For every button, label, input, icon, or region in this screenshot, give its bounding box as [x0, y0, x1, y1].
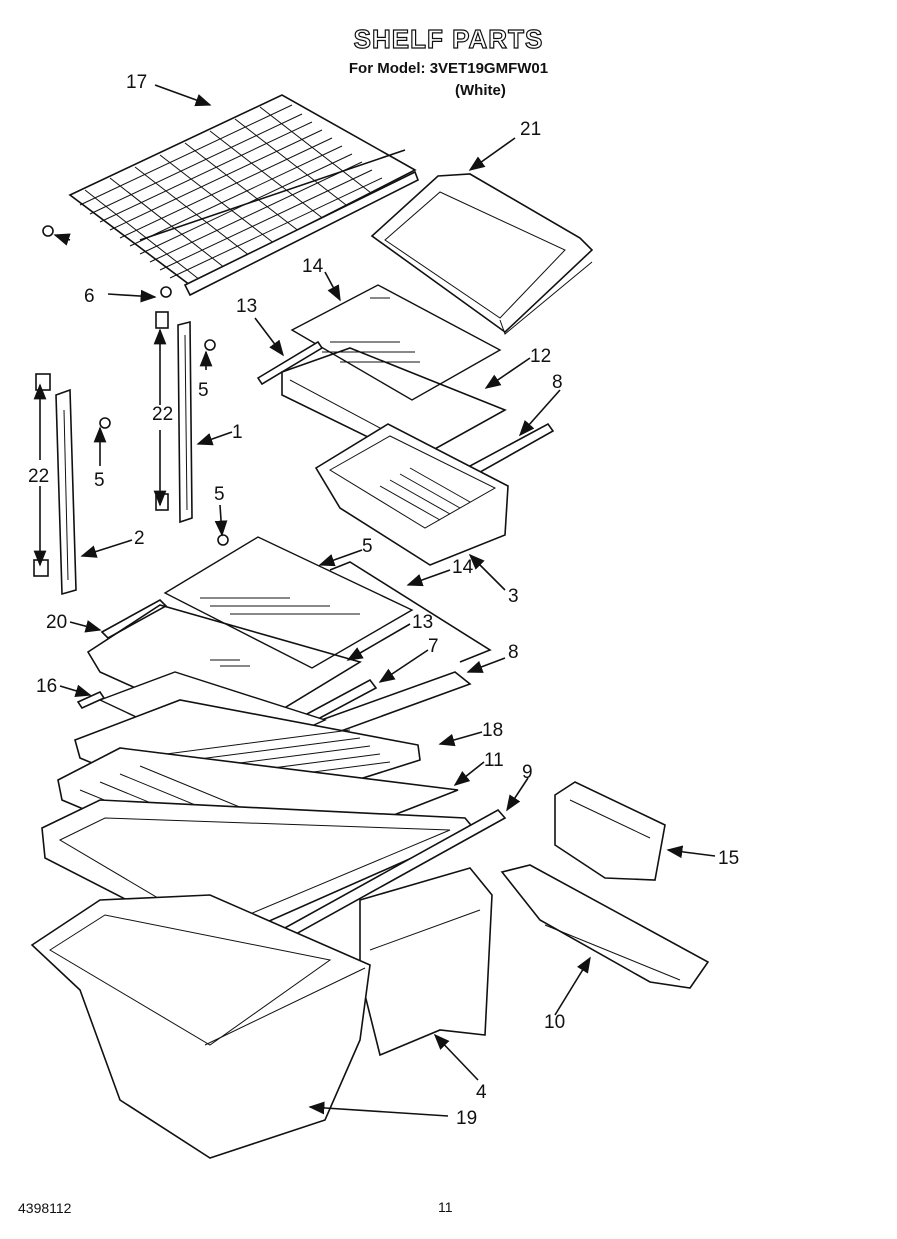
callout-22-left: 22 [28, 466, 49, 487]
callout-4: 10 [544, 1012, 565, 1033]
deli-pan-part [370, 173, 594, 335]
callout-21: 21 [520, 119, 541, 140]
callout-13-upper: 13 [236, 296, 257, 317]
screws-part [99, 339, 229, 546]
callout-5-c: 5 [214, 484, 225, 505]
callout-17: 17 [126, 72, 147, 93]
callout-8-lower: 7 [428, 636, 439, 657]
page-number: 11 [438, 1199, 453, 1215]
callout-14-lower: 5 [362, 536, 373, 557]
crisper-19 [359, 867, 493, 1057]
callout-5-a: 5 [198, 380, 209, 401]
callout-6: 6 [84, 286, 95, 307]
callout-7: 13 [412, 612, 433, 633]
color-variant: (White) [455, 82, 506, 99]
callout-24: 19 [456, 1108, 477, 1129]
meat-pan-part [314, 423, 509, 566]
callout-15: 9 [522, 762, 533, 783]
callout-8-upper: 8 [552, 372, 563, 393]
callout-18: 16 [36, 676, 57, 697]
callout-labels: 17 21 14 6 13 12 8 5 22 1 5 22 5 2 5 14 … [28, 72, 739, 1129]
callout-20: 3 [508, 586, 519, 607]
upper-glass-part [290, 284, 502, 401]
page-title: SHELF PARTS [353, 23, 544, 54]
callout-22-right: 22 [152, 404, 173, 425]
document-number: 4398112 [18, 1200, 72, 1216]
leader-lines [33, 84, 716, 1117]
callout-1: 1 [232, 422, 243, 443]
upper-trim-13 [256, 340, 324, 386]
callout-19: 4 [476, 1082, 487, 1103]
dairy-bin-part [554, 781, 666, 881]
pins-part [42, 225, 172, 298]
model-subtitle: For Model: 3VET19GMFW01 [348, 60, 549, 77]
callout-11: 18 [482, 720, 503, 741]
callout-16: 8 [508, 642, 519, 663]
bracket-part-4 [500, 864, 710, 989]
callout-5-b: 5 [94, 470, 105, 491]
callout-12: 12 [530, 346, 551, 367]
shelf-frame-7 [86, 604, 362, 736]
lower-trim-13 [100, 599, 168, 639]
callout-10: 15 [718, 848, 739, 869]
right-ladder-part [155, 311, 193, 524]
wire-shelf-part [68, 94, 420, 297]
callout-3: 14 [452, 557, 474, 578]
crisper-24 [30, 894, 371, 1159]
callout-14-upper: 14 [302, 256, 324, 277]
lower-glass-part [163, 536, 492, 669]
callout-9: 11 [484, 750, 504, 771]
callout-2: 2 [134, 528, 145, 549]
callout-13-lower: 20 [46, 612, 67, 633]
